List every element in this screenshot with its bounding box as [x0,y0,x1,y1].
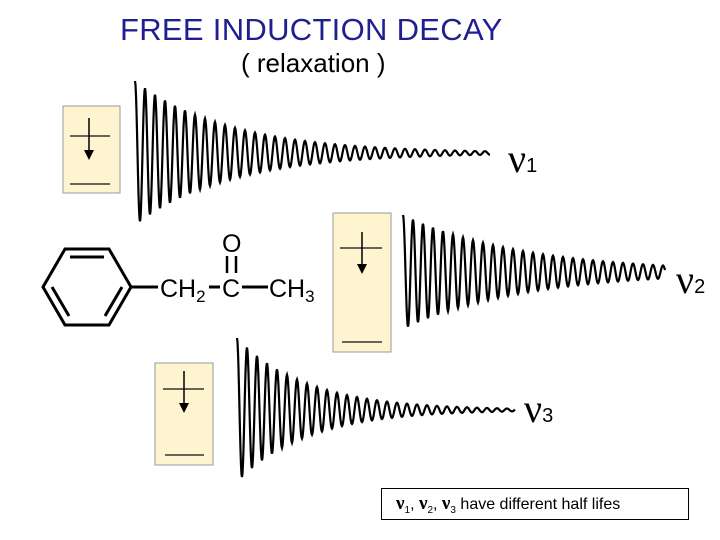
frequency-label-1: ν1 [508,136,537,181]
fid-waveform-1 [133,80,491,222]
slide-title: FREE INDUCTION DECAY [120,12,503,47]
slide-subtitle: ( relaxation ) [241,48,386,78]
benzene-double-bond [50,286,71,317]
fid-waveform-3 [235,337,516,478]
ch3-group: CH3 [269,275,315,306]
frequency-label-3: ν3 [524,386,553,431]
arrowhead-icon [84,150,94,160]
nu-symbol: ν [396,493,405,514]
nu-symbol: ν [418,493,428,514]
carbonyl-oxygen: O [222,230,241,258]
ch2-group: CH2 [160,275,206,306]
fid-waveform-2 [401,214,667,327]
footnote-box: ν1, ν2, ν3 have different half lifes [381,488,689,520]
footnote-text: have different half lifes [455,496,621,513]
spin-state-box-2 [332,212,392,353]
benzene-ring [41,247,133,327]
spin-state-box-1 [62,105,121,194]
arrowhead-icon [179,403,189,413]
benzene-hexagon [41,247,133,327]
frequency-label-2: ν2 [676,257,705,302]
spin-box-background [62,105,121,194]
benzene-double-bond [103,286,124,317]
arrowhead-icon [357,264,367,274]
nu-symbol: ν [441,493,451,514]
spin-state-box-3 [154,362,214,466]
carbonyl-carbon: C [222,275,240,303]
